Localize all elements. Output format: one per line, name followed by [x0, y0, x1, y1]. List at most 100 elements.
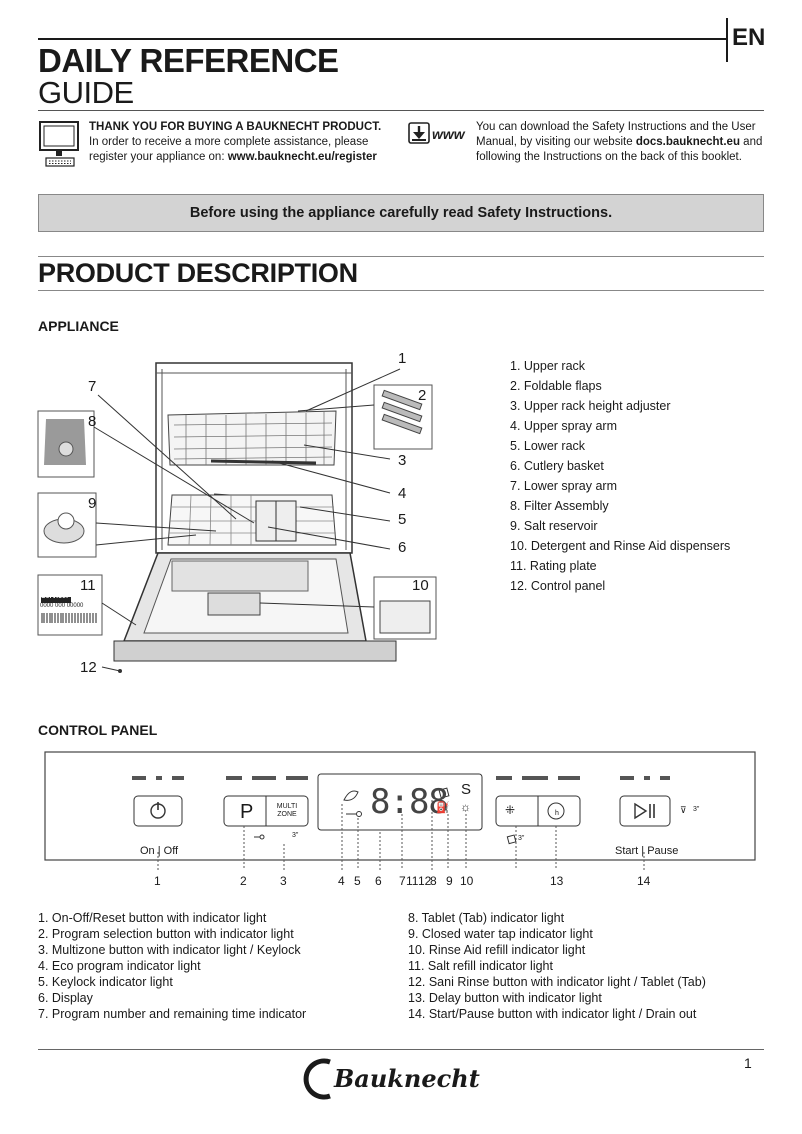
computer-icon [38, 120, 82, 173]
cp-number: 5 [354, 874, 361, 888]
list-item: 14. Start/Pause button with indicator li… [408, 1007, 697, 1021]
list-item: 2. Program selection button with indicat… [38, 927, 294, 941]
parts-list: 1. Upper rack 2. Foldable flaps 3. Upper… [510, 356, 730, 596]
delay-hours: h [555, 810, 559, 817]
lang-divider [726, 18, 728, 62]
safety-banner: Before using the appliance carefully rea… [38, 194, 764, 232]
callout-12: 12 [80, 659, 97, 676]
list-item: 12. Sani Rinse button with indicator lig… [408, 975, 706, 989]
divider [38, 290, 764, 291]
drain-time: 3" [693, 806, 700, 813]
list-item: 1. On-Off/Reset button with indicator li… [38, 911, 267, 925]
control-panel-heading: CONTROL PANEL [38, 722, 158, 738]
divider [38, 110, 764, 111]
callout-6: 6 [398, 539, 407, 556]
control-panel-list-left: 1. On-Off/Reset button with indicator li… [38, 910, 306, 1022]
list-item: 6. Cutlery basket [510, 459, 604, 473]
intro-register-text: register your appliance on: [89, 151, 228, 163]
callout-11: 11 [80, 577, 96, 594]
list-item: 5. Keylock indicator light [38, 975, 173, 989]
intro-right: You can download the Safety Instructions… [476, 120, 766, 165]
sani-rinse-button[interactable]: ⁜ [505, 803, 516, 817]
water-tap-icon: ⛽ [436, 802, 450, 814]
cp-number: 12 [418, 874, 432, 888]
appliance-heading: APPLIANCE [38, 318, 119, 334]
list-item: 6. Display [38, 991, 93, 1005]
page-number: 1 [744, 1055, 752, 1071]
intro-line: In order to receive a more complete assi… [89, 136, 369, 148]
delay-button[interactable] [538, 796, 580, 828]
intro-thanks: THANK YOU FOR BUYING A BAUKNECHT PRODUCT… [89, 121, 382, 133]
register-link[interactable]: www.bauknecht.eu/register [227, 151, 377, 163]
list-item: 10. Rinse Aid refill indicator light [408, 943, 586, 957]
list-item: 8. Filter Assembly [510, 499, 609, 513]
display-digits: 8:88 [370, 782, 449, 822]
list-item: 4. Upper spray arm [510, 419, 617, 433]
on-off-label: On | Off [140, 845, 179, 857]
cp-number: 13 [550, 874, 564, 888]
callout-8: 8 [88, 413, 97, 430]
cp-number: 1 [154, 874, 161, 888]
salt-indicator: S [461, 781, 472, 798]
start-pause-label: Start | Pause [615, 845, 679, 857]
list-item: 3. Upper rack height adjuster [510, 399, 671, 413]
intro-register: register your appliance on: www.bauknech… [89, 150, 399, 165]
divider [38, 256, 764, 257]
cp-number: 10 [460, 874, 474, 888]
language-code: EN [732, 24, 766, 51]
cp-number: 4 [338, 874, 345, 888]
intro-right-suffix: and [739, 136, 763, 148]
brand-logo: Bauknecht [300, 1056, 500, 1107]
list-item: 7. Program number and remaining time ind… [38, 1007, 307, 1021]
callout-9: 9 [88, 495, 97, 512]
section-title: PRODUCT DESCRIPTION [38, 258, 358, 288]
callout-1: 1 [398, 350, 407, 367]
download-www-icon: www [408, 122, 470, 151]
list-item: 8. Tablet (Tab) indicator light [408, 911, 565, 925]
page-title: DAILY REFERENCE [38, 42, 339, 79]
start-pause-button[interactable] [620, 796, 670, 828]
brand-name: Bauknecht [333, 1064, 480, 1093]
list-item: 9. Closed water tap indicator light [408, 927, 593, 941]
callout-3: 3 [398, 452, 407, 469]
intro-right-text: Manual, by visiting our website [476, 136, 636, 148]
cp-number: 7 [399, 874, 406, 888]
callout-7: 7 [88, 378, 97, 395]
rinse-aid-icon: ☼ [460, 800, 471, 814]
callout-4: 4 [398, 485, 407, 502]
intro-right-line: You can download the Safety Instructions… [476, 121, 756, 133]
footer-rule [38, 1049, 764, 1050]
cp-number: 14 [637, 874, 651, 888]
list-item: 1. Upper rack [510, 359, 586, 373]
drain-icon: ⊽ [680, 805, 687, 815]
program-button[interactable]: P [240, 801, 254, 823]
intro-left: THANK YOU FOR BUYING A BAUKNECHT PRODUCT… [89, 120, 399, 165]
list-item: 9. Salt reservoir [510, 519, 598, 533]
svg-text:www: www [432, 126, 466, 142]
on-off-button[interactable] [134, 796, 182, 828]
list-item: 3. Multizone button with indicator light… [38, 943, 301, 957]
page-subtitle: GUIDE [38, 75, 134, 110]
list-item: 2. Foldable flaps [510, 379, 602, 393]
multizone-label: ZONE [277, 811, 297, 818]
tab-time: 3" [518, 835, 525, 842]
intro-right-website: Manual, by visiting our website docs.bau… [476, 135, 766, 150]
docs-link[interactable]: docs.bauknecht.eu [635, 136, 740, 148]
callout-5: 5 [398, 511, 407, 528]
list-item: 10. Detergent and Rinse Aid dispensers [510, 539, 731, 553]
cp-number: 2 [240, 874, 247, 888]
list-item: 4. Eco program indicator light [38, 959, 201, 973]
multizone-button[interactable]: MULTI ZONE [270, 803, 304, 819]
control-panel-diagram [38, 748, 762, 903]
keylock-time: 3" [292, 832, 299, 839]
rating-plate-number: 0000 000 00000 [40, 603, 84, 609]
list-item: 11. Rating plate [510, 559, 597, 573]
intro-right-line: following the Instructions on the back o… [476, 151, 742, 163]
cp-number: 9 [446, 874, 453, 888]
list-item: 7. Lower spray arm [510, 479, 617, 493]
cp-number: 6 [375, 874, 382, 888]
cp-number: 3 [280, 874, 287, 888]
multizone-label: MULTI [276, 803, 298, 810]
top-rule [38, 38, 726, 40]
list-item: 13. Delay button with indicator light [408, 991, 602, 1005]
